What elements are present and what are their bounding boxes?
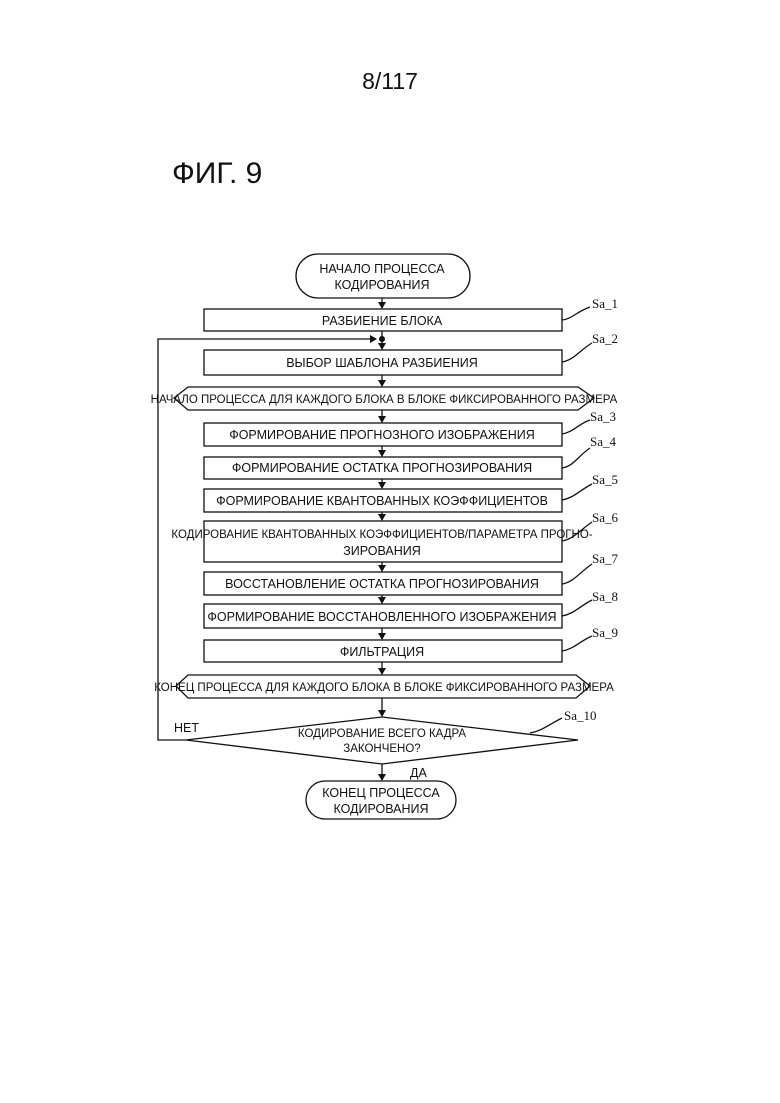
ref-sa10: Sa_10 <box>564 708 597 723</box>
step-sa8-label: ФОРМИРОВАНИЕ ВОССТАНОВЛЕННОГО ИЗОБРАЖЕНИ… <box>207 610 556 624</box>
ref-sa5: Sa_5 <box>592 472 618 487</box>
decision-yes-label: ДА <box>410 766 427 780</box>
ref-sa3: Sa_3 <box>590 409 616 424</box>
decision-label-line1: КОДИРОВАНИЕ ВСЕГО КАДРА <box>298 728 467 740</box>
start-label-line2: КОДИРОВАНИЯ <box>334 278 429 292</box>
ref-sa4: Sa_4 <box>590 434 617 449</box>
ref-sa2: Sa_2 <box>592 331 618 346</box>
start-label-line1: НАЧАЛО ПРОЦЕССА <box>319 262 445 276</box>
step-sa4-label: ФОРМИРОВАНИЕ ОСТАТКА ПРОГНОЗИРОВАНИЯ <box>232 461 532 475</box>
decision-label-line2: ЗАКОНЧЕНО? <box>343 743 420 755</box>
step-sa5-label: ФОРМИРОВАНИЕ КВАНТОВАННЫХ КОЭФФИЦИЕНТОВ <box>216 494 548 508</box>
step-sa7-label: ВОССТАНОВЛЕНИЕ ОСТАТКА ПРОГНОЗИРОВАНИЯ <box>225 577 539 591</box>
loop-end-label: КОНЕЦ ПРОЦЕССА ДЛЯ КАЖДОГО БЛОКА В БЛОКЕ… <box>154 682 614 694</box>
step-sa6-label-line1: КОДИРОВАНИЕ КВАНТОВАННЫХ КОЭФФИЦИЕНТОВ/П… <box>171 529 592 541</box>
step-sa3-label: ФОРМИРОВАНИЕ ПРОГНОЗНОГО ИЗОБРАЖЕНИЯ <box>229 428 535 442</box>
step-sa9-label: ФИЛЬТРАЦИЯ <box>340 645 424 659</box>
ref-sa6: Sa_6 <box>592 510 619 525</box>
decision-no-label: НЕТ <box>174 721 199 735</box>
end-label-line1: КОНЕЦ ПРОЦЕССА <box>322 786 440 800</box>
step-sa6-label-line2: ЗИРОВАНИЯ <box>343 544 421 558</box>
ref-sa8: Sa_8 <box>592 589 618 604</box>
ref-sa9: Sa_9 <box>592 625 618 640</box>
ref-sa7: Sa_7 <box>592 551 619 566</box>
loop-start-label: НАЧАЛО ПРОЦЕССА ДЛЯ КАЖДОГО БЛОКА В БЛОК… <box>151 394 618 406</box>
step-sa2-label: ВЫБОР ШАБЛОНА РАЗБИЕНИЯ <box>286 356 478 370</box>
decision-diamond <box>186 717 578 764</box>
step-sa1-label: РАЗБИЕНИЕ БЛОКА <box>322 314 443 328</box>
loop-join-dot <box>379 336 385 342</box>
ref-sa1: Sa_1 <box>592 296 618 311</box>
end-label-line2: КОДИРОВАНИЯ <box>333 802 428 816</box>
